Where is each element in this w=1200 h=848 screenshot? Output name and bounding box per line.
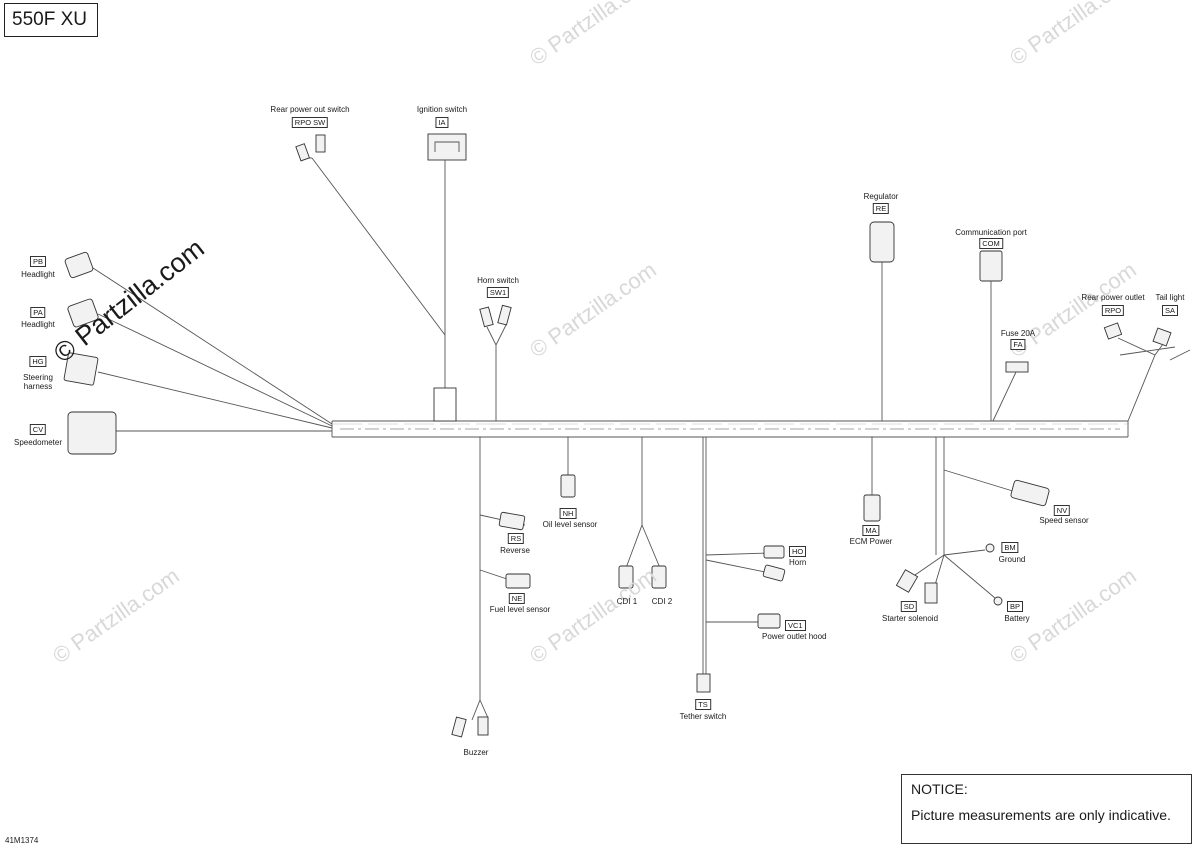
headlight-pb-branch (64, 251, 333, 425)
communication-port-branch (979, 250, 1003, 421)
regulator-code: RE (872, 203, 890, 214)
fuse-label: Fuse 20A (1000, 329, 1036, 338)
regulator-branch (869, 221, 895, 421)
reverse-code: RS (507, 533, 525, 544)
main-harness-trunk (331, 420, 1129, 438)
reverse-branch (479, 511, 526, 531)
speedometer-code: CV (29, 424, 47, 435)
ground-label: Ground (998, 555, 1026, 564)
speed-sensor-label: Speed sensor (1039, 516, 1089, 525)
rear-power-out-switch-label: Rear power out switch (270, 105, 350, 114)
speedometer-label: Speedometer (13, 438, 63, 447)
rear-power-outlet-label: Rear power outlet (1081, 293, 1145, 302)
horn-code: HO (789, 546, 807, 557)
reverse-label: Reverse (500, 546, 530, 555)
ground-code: BM (1001, 542, 1019, 553)
horn-label: Horn (789, 558, 807, 567)
starter-solenoid-code: SD (900, 601, 918, 612)
ignition-switch-code: IA (435, 117, 449, 128)
headlight-pa-label: Headlight (21, 320, 55, 329)
rear-power-outlet-code: RPO (1101, 305, 1125, 316)
regulator-label: Regulator (863, 192, 899, 201)
headlight-pa-branch (67, 298, 333, 427)
fuel-level-sensor-label: Fuel level sensor (489, 605, 551, 614)
horn-switch-code: SW1 (486, 287, 510, 298)
tether-switch-branch (696, 437, 786, 693)
battery-label: Battery (1004, 614, 1030, 623)
fuse-code: FA (1010, 339, 1026, 350)
steering-harness-branch (63, 352, 333, 429)
power-outlet-hood-label: Power outlet hood (762, 632, 827, 641)
steering-harness-label: Steering harness (23, 373, 53, 391)
rear-power-out-switch-code: RPO SW (291, 117, 329, 128)
fuel-level-sensor-code: NE (508, 593, 526, 604)
speed-sensor-code: NV (1053, 505, 1071, 516)
starter-solenoid-label: Starter solenoid (881, 614, 939, 623)
rear-power-out-switch-branch (295, 134, 446, 336)
horn-switch-label: Horn switch (477, 276, 519, 285)
headlight-pa-code: PA (30, 307, 46, 318)
power-outlet-hood-code: VC1 (785, 620, 806, 631)
headlight-pb-code: PB (29, 256, 47, 267)
communication-port-label: Communication port (955, 228, 1027, 237)
fuel-level-sensor-branch (479, 569, 531, 589)
ignition-switch-label: Ignition switch (416, 105, 468, 114)
ecm-power-label: ECM Power (849, 537, 893, 546)
headlight-pb-label: Headlight (21, 270, 55, 279)
ignition-switch-branch (427, 133, 467, 422)
cdi-branch (618, 437, 667, 589)
oil-level-sensor-code: NH (559, 508, 577, 519)
battery-ground-branch (895, 437, 1003, 606)
oil-level-sensor-branch (560, 437, 576, 498)
notice-text: Picture measurements are only indicative… (911, 807, 1171, 823)
cdi-2-label: CDI 2 (651, 597, 673, 606)
battery-code: BP (1006, 601, 1024, 612)
notice-title: NOTICE: (911, 781, 968, 797)
buzzer-branch (451, 437, 489, 738)
oil-level-sensor-label: Oil level sensor (542, 520, 598, 529)
ecm-power-branch (863, 437, 881, 522)
tail-light-label: Tail light (1155, 293, 1185, 302)
tail-light-code: SA (1161, 305, 1179, 316)
cdi-1-label: CDI 1 (616, 597, 638, 606)
steering-harness-code: HG (29, 356, 47, 367)
document-number: 41M1374 (5, 836, 39, 845)
horn-switch-branch (479, 304, 512, 421)
speed-sensor-branch (943, 469, 1050, 507)
tether-switch-label: Tether switch (679, 712, 727, 721)
tether-switch-code: TS (695, 699, 711, 710)
notice-box: NOTICE: Picture measurements are only in… (901, 774, 1192, 844)
communication-port-code: COM (979, 238, 1003, 249)
fuse-branch (992, 361, 1029, 422)
model-title: 550F XU (4, 3, 98, 37)
rear-power-outlet-branch (1103, 322, 1191, 422)
speedometer-branch (67, 411, 332, 455)
buzzer-label: Buzzer (463, 748, 489, 757)
ecm-power-code: MA (862, 525, 880, 536)
